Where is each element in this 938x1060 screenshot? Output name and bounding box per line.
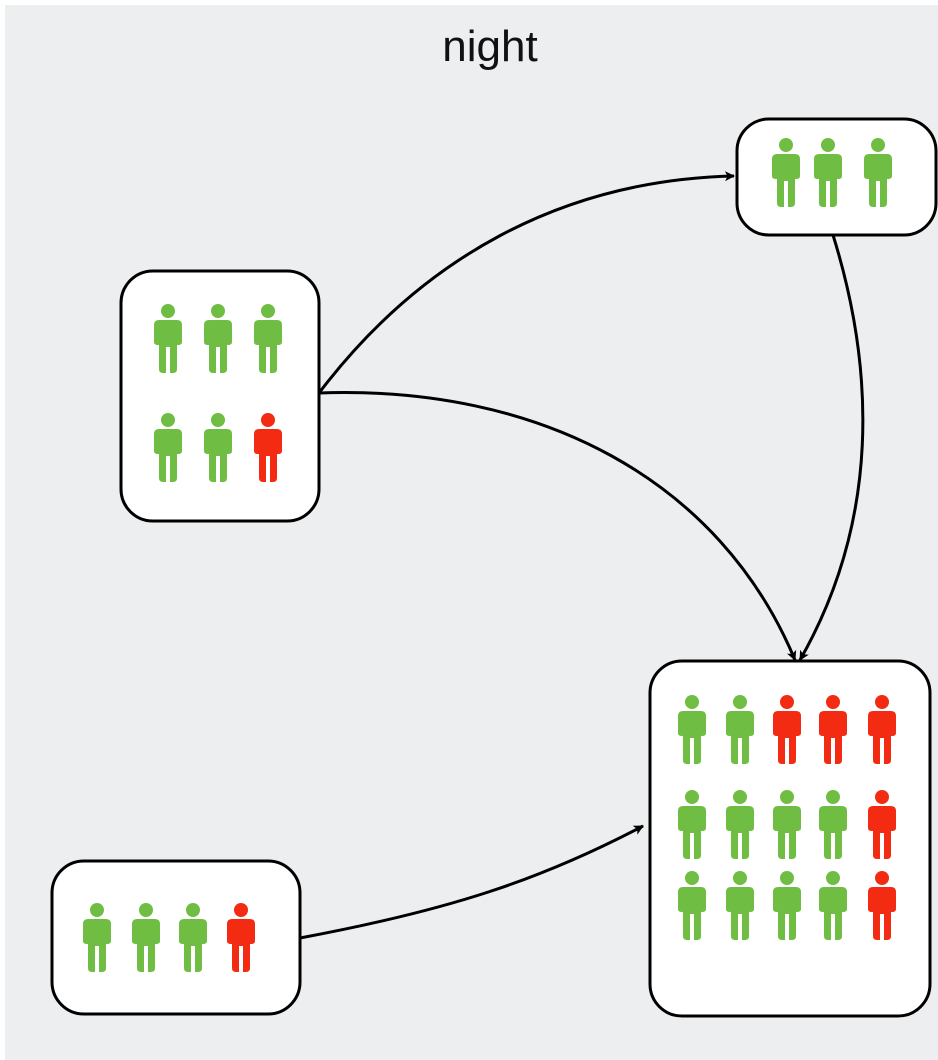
edge-bottom-left-to-bottom-right	[299, 824, 644, 940]
edge-top-right-to-bottom-right	[798, 234, 865, 661]
node-bottom-left	[50, 859, 302, 1016]
node-bottom-right	[648, 659, 932, 1018]
node-box	[50, 859, 302, 1016]
node-top-right	[735, 117, 938, 237]
diagram-title: night	[442, 22, 538, 71]
edge-left-to-top-right	[317, 171, 735, 394]
edge-left-to-bottom-right	[318, 391, 797, 661]
node-left	[119, 269, 321, 523]
